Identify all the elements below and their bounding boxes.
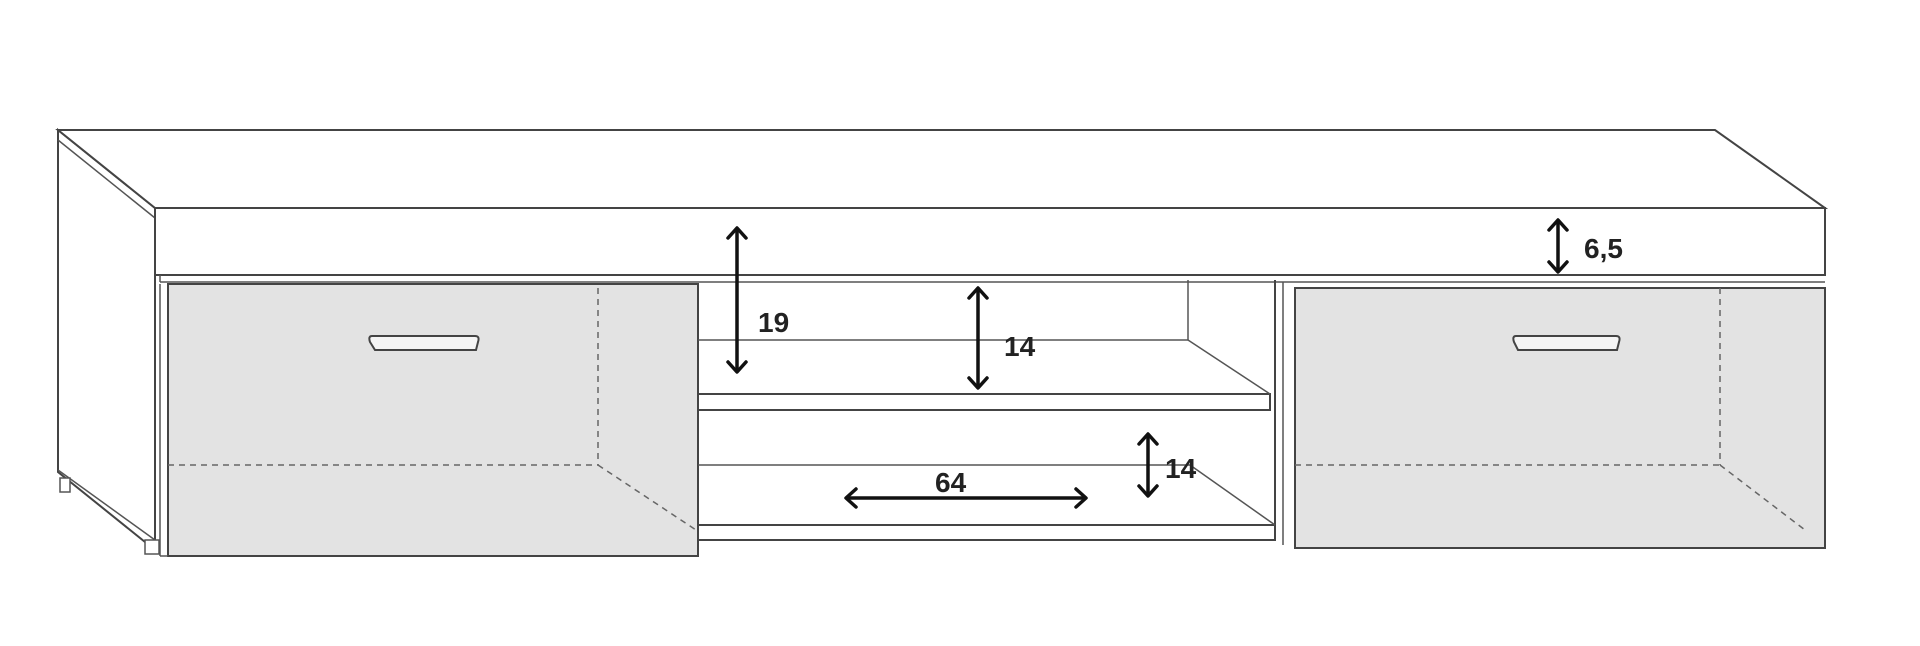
dimension-label-opening-height: 19	[758, 307, 789, 338]
dimension-lower-shelf-gap: 14	[1137, 432, 1197, 498]
dimension-label-top-thickness: 6,5	[1584, 233, 1623, 264]
dimension-label-upper-shelf-gap: 14	[1004, 331, 1036, 362]
cabinet-top	[55, 129, 1829, 283]
right-drawer-handle	[1512, 335, 1621, 351]
right-drawer	[1294, 287, 1826, 549]
lower-shelf	[697, 464, 1276, 541]
dimension-upper-shelf-gap: 14	[967, 286, 1036, 390]
dimension-top-thickness: 6,5	[1547, 218, 1623, 274]
left-drawer-handle	[368, 335, 480, 351]
dimension-shelf-width: 64	[844, 467, 1088, 509]
cabinet-left-side	[57, 127, 160, 555]
dimension-label-shelf-width: 64	[935, 467, 967, 498]
dimension-opening-height: 19	[726, 226, 789, 374]
middle-opening	[697, 280, 1284, 545]
upper-shelf	[697, 339, 1271, 411]
dimension-label-lower-shelf-gap: 14	[1165, 453, 1197, 484]
left-drawer	[159, 283, 699, 557]
